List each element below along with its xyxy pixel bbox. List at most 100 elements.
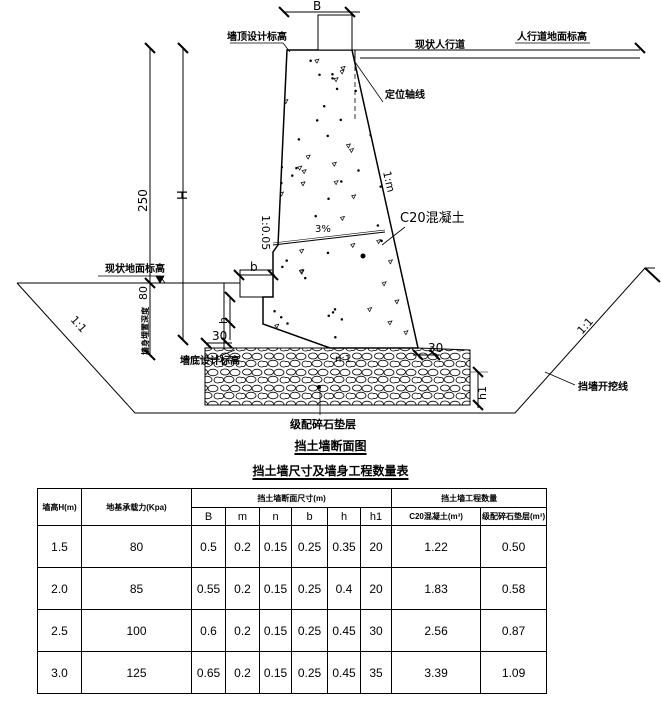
cell-bearing: 100 — [81, 609, 192, 652]
hatch-dot — [322, 105, 326, 108]
hatch-mark — [283, 99, 289, 105]
hatch-mark — [301, 169, 307, 175]
cell-b: 0.25 — [291, 609, 328, 652]
cell-H: 3.0 — [37, 651, 82, 694]
hatch-mark — [265, 145, 271, 152]
hatch-dot — [314, 214, 317, 218]
label-gravel-cushion: 级配碎石垫层 — [289, 417, 356, 431]
hatch-dot — [339, 118, 342, 122]
dimension-lines — [144, 6, 661, 411]
hatch-mark — [269, 159, 275, 165]
header-b: b — [291, 507, 328, 526]
hatch-dot — [326, 134, 329, 138]
leader-lines — [98, 42, 590, 415]
hatch-mark — [366, 73, 372, 79]
hatch-mark — [402, 189, 409, 195]
hatch-mark — [299, 248, 305, 254]
grade-label: 3% — [315, 224, 331, 235]
cell-m: 0.2 — [225, 651, 260, 694]
hatch-mark — [333, 180, 339, 186]
label-sidewalk-ground-elev: 人行道地面标高 — [517, 30, 587, 43]
header-B: B — [191, 507, 226, 526]
hatch-mark — [414, 202, 418, 208]
hatch-dot — [380, 239, 383, 243]
hatch-mark — [297, 165, 303, 171]
header-c20: C20混凝土(m³) — [391, 507, 482, 526]
hatch-mark — [420, 245, 424, 249]
hatch-mark — [266, 208, 272, 215]
cell-bearing: 85 — [81, 567, 192, 610]
hatch-mark — [339, 69, 345, 75]
cell-h: 0.4 — [327, 567, 361, 610]
hatch-mark — [278, 191, 285, 197]
section-title: 挡土墙断面图 — [294, 439, 367, 453]
hatch-mark — [275, 112, 281, 118]
cell-h: 0.45 — [327, 651, 361, 694]
label-excavation-line: 挡墙开挖线 — [578, 380, 628, 393]
hatch-dot — [273, 310, 276, 313]
hatch-mark — [298, 268, 304, 274]
dim-b: b — [250, 260, 258, 274]
cell-B: 0.65 — [191, 651, 226, 694]
cell-h1: 20 — [359, 525, 393, 568]
cell-gravel: 0.50 — [480, 525, 548, 568]
hatch-mark — [339, 215, 346, 222]
dim-30-left: 30 — [212, 329, 227, 343]
hatch-dot — [327, 314, 330, 318]
cell-gravel: 1.09 — [480, 651, 548, 694]
cell-h: 0.45 — [327, 609, 361, 652]
cell-m: 0.2 — [225, 525, 260, 568]
hatch-dot — [331, 73, 334, 76]
slope-front: 1:0.05 — [259, 215, 272, 250]
hatch-dot — [295, 166, 298, 170]
table-row: 1.5 80 0.5 0.2 0.15 0.25 0.35 20 1.22 0.… — [37, 525, 548, 568]
hatch-mark — [381, 281, 387, 287]
hatch-mark — [385, 154, 391, 160]
header-dims-group: 挡土墙断面尺寸(m) — [190, 488, 393, 508]
hatch-dot — [335, 87, 339, 91]
hatch-dot — [291, 174, 294, 177]
hatch-mark — [414, 146, 418, 152]
table-row: 2.0 85 0.55 0.2 0.15 0.25 0.4 20 1.83 0.… — [37, 567, 548, 610]
label-existing-sidewalk: 现状人行道 — [415, 38, 465, 51]
cell-m: 0.2 — [225, 609, 260, 652]
cell-b: 0.25 — [291, 651, 328, 694]
hatch-mark — [412, 287, 418, 293]
hatch-dot — [297, 138, 301, 141]
label-wall-top-design-elev: 墙顶设计标高 — [227, 30, 287, 43]
header-qty-group: 挡土墙工程数量 — [391, 488, 548, 508]
hatch-dot — [340, 180, 343, 183]
cell-bearing: 80 — [81, 525, 192, 568]
hatch-dot — [379, 185, 382, 188]
cell-gravel: 0.58 — [480, 567, 548, 610]
hatch-mark — [345, 143, 352, 149]
cell-c20: 1.22 — [391, 525, 482, 568]
cell-bearing: 125 — [81, 651, 192, 694]
hatch-dot — [333, 308, 337, 311]
cell-c20: 3.39 — [391, 651, 482, 694]
header-bearing: 地基承载力(Kpa) — [81, 488, 192, 526]
hatch-mark — [367, 307, 373, 313]
header-height: 墙高H(m) — [37, 488, 82, 526]
cell-n: 0.15 — [259, 609, 292, 652]
header-h1: h1 — [359, 507, 393, 526]
hatch-mark — [394, 103, 400, 109]
cell-h1: 20 — [359, 567, 393, 610]
hatch-mark — [348, 147, 355, 154]
label-positioning-axis: 定位轴线 — [385, 88, 425, 101]
hatch-mark — [394, 299, 400, 305]
cell-h1: 35 — [359, 651, 393, 694]
hatch-dot — [331, 311, 335, 314]
hatch-mark — [351, 194, 357, 200]
slope-back: 1:m — [380, 170, 397, 194]
hatch-dot — [331, 77, 334, 80]
cell-gravel: 0.87 — [480, 609, 548, 652]
hatch-dot — [304, 276, 307, 280]
cell-b: 0.25 — [291, 567, 328, 610]
header-m: m — [225, 507, 260, 526]
hatch-dot — [286, 322, 289, 325]
label-concrete: C20混凝土 — [400, 210, 465, 226]
label-wall-bottom-design-elev: 墙底设计标高 — [180, 354, 240, 367]
hatch-mark — [387, 320, 393, 326]
dim-80: 80 — [137, 286, 150, 300]
